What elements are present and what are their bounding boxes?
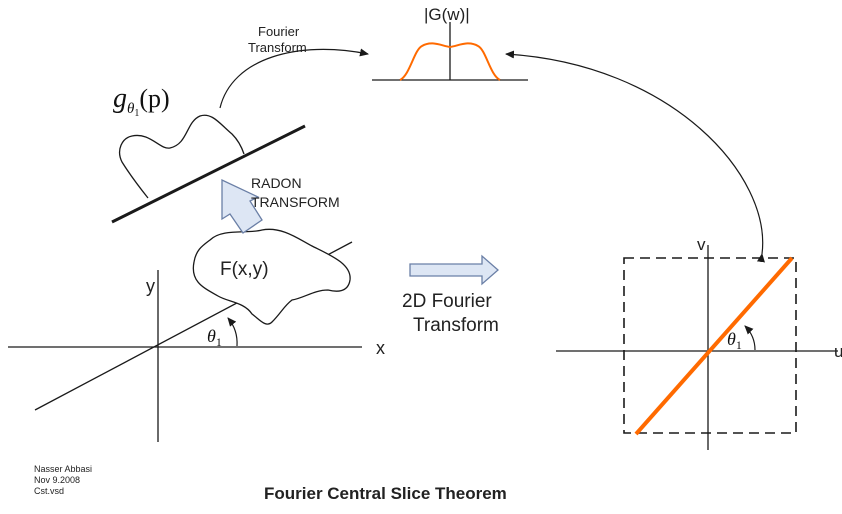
theta-arc-right <box>744 325 756 351</box>
theta-label-left: θ1 <box>207 326 222 349</box>
frequency-box <box>623 257 797 434</box>
slice-correspondence-arrow <box>505 50 765 263</box>
spectrum-plot: |G(w)| <box>372 5 528 81</box>
author-note: Nasser Abbasi Nov 9.2008 Cst.vsd <box>34 464 95 496</box>
spatial-domain: x y θ1 F(x,y) <box>8 228 385 442</box>
radon-transform-arrow <box>221 178 263 234</box>
projection-label: gθ1(p) <box>113 83 170 119</box>
v-axis-label: v <box>697 235 706 254</box>
fourier-2d-arrow <box>409 254 499 286</box>
projection-curve <box>118 114 245 199</box>
spectrum-label: |G(w)| <box>424 5 470 24</box>
fourier-2d-label: 2D Fourier Transform <box>402 291 499 336</box>
theta-arc-left <box>227 317 238 347</box>
central-slice-line <box>634 256 794 436</box>
diagram-title: Fourier Central Slice Theorem <box>264 484 507 503</box>
y-axis-label: y <box>146 276 155 296</box>
projection-line <box>111 124 306 224</box>
x-axis-label: x <box>376 338 385 358</box>
theta-label-right: θ1 <box>727 329 742 352</box>
fourier-transform-label: Fourier Transform <box>248 24 307 55</box>
fourier-transform-arrow <box>219 48 369 109</box>
function-label: F(x,y) <box>220 259 269 280</box>
frequency-domain: v u θ1 <box>556 235 842 450</box>
radon-projection: gθ1(p) <box>111 83 306 224</box>
spectrum-curve <box>399 42 501 81</box>
radon-transform-label: RADON TRANSFORM <box>251 175 340 210</box>
function-blob <box>192 228 351 325</box>
u-axis-label: u <box>834 342 842 361</box>
